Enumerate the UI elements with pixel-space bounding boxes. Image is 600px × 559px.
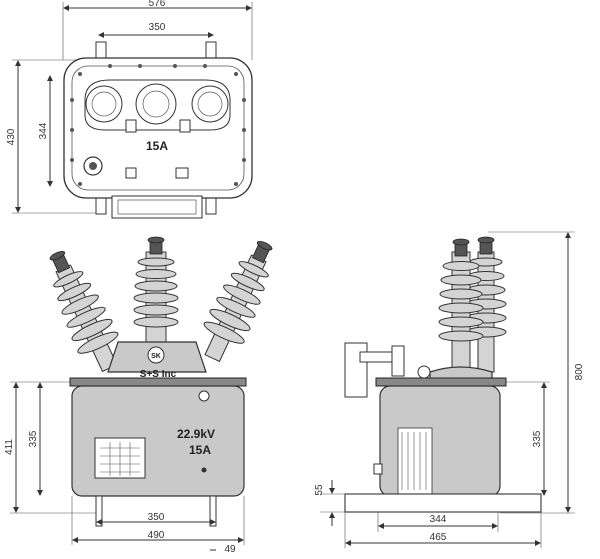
front-view: 411 335 <box>4 236 273 555</box>
front-voltage-label: 22.9kV <box>177 427 215 441</box>
dim-front-base-outer: 490 <box>148 530 165 541</box>
dim-front-foot: 49 <box>224 544 236 555</box>
svg-text:SK: SK <box>151 353 161 360</box>
dim-top-inner-height: 344 <box>38 122 49 139</box>
dim-side-base-outer: 465 <box>430 532 447 543</box>
dim-front-base-inner: 350 <box>148 512 165 523</box>
dim-side-overall-height: 800 <box>574 363 585 380</box>
dim-top-inner-width: 350 <box>149 22 166 33</box>
side-view: 800 335 <box>314 231 585 548</box>
top-current-label: 15A <box>146 139 168 153</box>
dim-top-width: 576 <box>149 0 166 9</box>
dim-side-body-height: 335 <box>532 430 543 447</box>
dim-top-height: 430 <box>6 128 17 145</box>
dim-front-total-height: 411 <box>4 439 15 455</box>
front-current-label: 15A <box>189 443 211 457</box>
dim-front-body-height: 335 <box>28 430 39 447</box>
front-logo-text: S+S Inc <box>140 369 177 380</box>
top-view: 576 350 430 344 <box>6 0 253 219</box>
dim-side-base-height: 55 <box>314 484 325 496</box>
dim-side-base-inner: 344 <box>430 514 447 525</box>
